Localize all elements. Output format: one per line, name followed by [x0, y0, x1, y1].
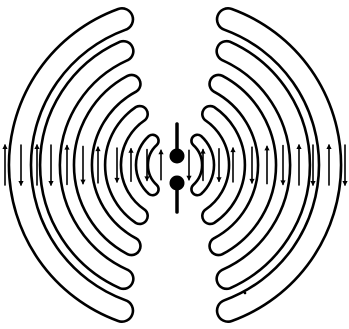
arrow-right-10 [326, 144, 331, 185]
arrow-right-3 [216, 149, 221, 182]
field-loop-left-4 [40, 41, 133, 289]
arrow-left-8 [48, 145, 53, 186]
arrow-right-1 [186, 150, 191, 180]
charge-top [170, 149, 185, 164]
arrow-right-4 [230, 147, 235, 182]
arrow-left-11 [2, 144, 7, 185]
charge-bottom [170, 176, 185, 191]
field-loop-right-5 [217, 8, 341, 321]
arrow-right-11 [342, 145, 347, 186]
stray-dot [244, 292, 247, 295]
arrow-left-6 [80, 146, 85, 184]
arrow-left-10 [18, 145, 23, 186]
arrow-left-4 [114, 148, 119, 183]
field-direction-arrows [2, 144, 347, 294]
field-loop-right-4 [217, 41, 310, 289]
field-loop-left-2 [105, 106, 148, 224]
field-loop-left-5 [9, 8, 133, 321]
arrow-right-8 [296, 144, 301, 185]
arrow-right-6 [264, 145, 269, 183]
field-loop-right-2 [202, 106, 245, 224]
arrow-left-7 [64, 145, 69, 185]
arrow-left-5 [95, 146, 100, 183]
arrow-right-5 [249, 147, 254, 184]
dipole-antenna [170, 124, 185, 212]
arrow-right-7 [280, 146, 285, 186]
arrow-left-3 [128, 148, 133, 181]
arrow-left-1 [158, 149, 163, 179]
